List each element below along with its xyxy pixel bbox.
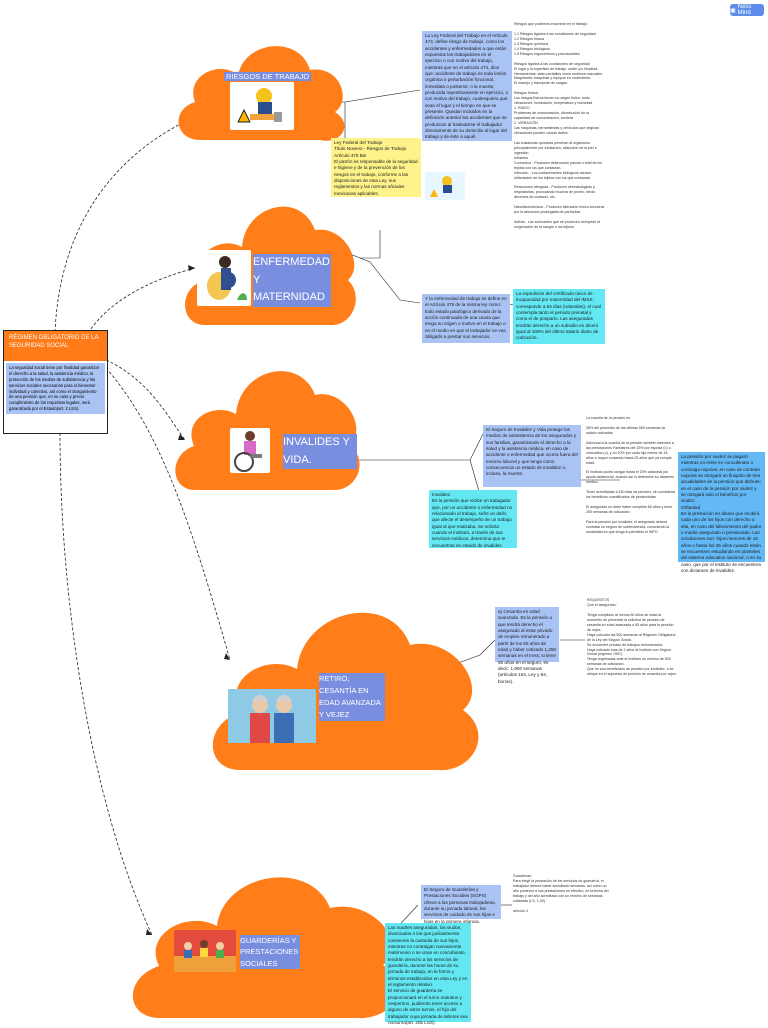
maternidad-certificado: La expedición del certificado único de i… <box>513 289 605 344</box>
invalidez-pension: Invalidez Es la pensión que recibe un tr… <box>429 490 517 548</box>
app-badge[interactable]: ▣ Ness Mind <box>730 4 764 16</box>
viudez-orfandad: La pensión por viudez se pagará mientras… <box>678 452 765 573</box>
elderly-couple-image <box>228 689 316 743</box>
root-body: La seguridad social tiene por finalidad … <box>6 363 105 414</box>
branch-title-enfermedad: ENFERMEDAD Y MATERNIDAD <box>253 254 331 307</box>
branch-title-retiro: RETIRO, CESANTÍA EN EDAD AVANZADA Y VEJE… <box>319 673 385 721</box>
branch-title-invalidez: INVALIDES Y VIDA. <box>283 434 357 470</box>
daycare-children-image <box>174 930 236 972</box>
invalidez-notes: La cuantía de la pensión es: 35% del pro… <box>586 416 676 534</box>
worker-hazard-thumb <box>425 172 465 200</box>
invalidez-seguro: El Seguro de Invalidez y Vida protege lo… <box>483 425 581 487</box>
wheelchair-image <box>230 428 270 473</box>
root-node[interactable]: RÉGIMEN OBLIGATORIO DE LA SEGURIDAD SOCI… <box>3 330 108 434</box>
branch-title-guarderias: GUARDERÍAS Y PRESTACIONES SOCIALES <box>240 935 300 969</box>
riesgos-definition: La Ley Federal del Trabajo en el Artícul… <box>422 31 512 141</box>
riesgos-notes: Riesgos que podemos encontrar en el trab… <box>514 22 605 230</box>
badge-label: Ness Mind <box>737 4 752 16</box>
root-title: RÉGIMEN OBLIGATORIO DE LA SEGURIDAD SOCI… <box>4 331 107 361</box>
guarderias-notes: Guarderías: Para elegir la prestación de… <box>513 874 609 913</box>
riesgos-ley: Ley Federal del Trabajo Título Noveno - … <box>331 138 421 197</box>
pregnant-woman-image <box>197 250 251 306</box>
cloud-invalidez[interactable] <box>170 350 370 500</box>
enfermedad-definition: Y la enfermedad de trabajo se define en … <box>422 294 510 343</box>
retiro-requisitos: REQUISITOS Que el asegurado: Tenga cumpl… <box>587 598 677 677</box>
guarderias-seguro: El Seguro de Guarderías y Prestaciones S… <box>421 885 501 924</box>
mindmap-icon: ▣ <box>730 7 736 14</box>
cesantia-definition: a) Cesantía en edad avanzada. Es la pens… <box>495 607 559 684</box>
worker-hazard-image <box>230 82 294 130</box>
branch-title-riesgos: RIESGOS DE TRABAJO <box>224 72 312 82</box>
guarderias-derecho: Las madres aseguradas, los viudos, divor… <box>385 923 471 1025</box>
